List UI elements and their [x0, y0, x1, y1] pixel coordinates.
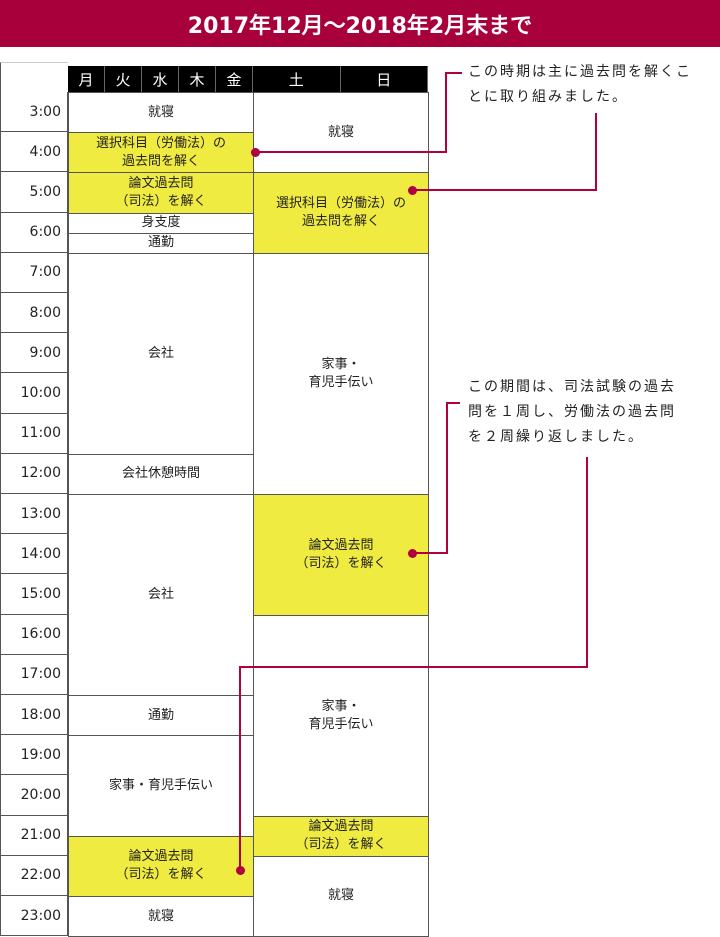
time-label: 19:00: [0, 735, 68, 776]
time-label: 17:00: [0, 654, 68, 695]
header-weekday: 木: [179, 66, 216, 92]
time-label: 23:00: [0, 896, 68, 937]
time-label: 10:00: [0, 373, 68, 414]
time-label: 15:00: [0, 574, 68, 615]
study-block: 選択科目（労働法）の 過去問を解く: [68, 132, 254, 174]
activity-block: 家事・ 育児手伝い: [253, 252, 429, 495]
activity-block: 就寝: [253, 855, 429, 937]
page-title: 2017年12月～2018年2月末まで: [0, 0, 720, 47]
time-label: 3:00: [0, 92, 68, 133]
time-label: 21:00: [0, 815, 68, 856]
activity-block: 会社: [68, 252, 254, 455]
callout-note-2: この期間は、司法試験の過去 問を１周し、労働法の過去問 を２周繰り返しました。: [468, 379, 676, 445]
time-label: 11:00: [0, 413, 68, 454]
time-label: 5:00: [0, 172, 68, 213]
study-block: 論文過去問 （司法）を解く: [253, 815, 429, 857]
activity-block: 身支度: [68, 212, 254, 234]
time-label: 12:00: [0, 453, 68, 494]
time-label: 8:00: [0, 293, 68, 334]
time-label: 9:00: [0, 333, 68, 374]
activity-block: 会社休憩時間: [68, 453, 254, 495]
header-weekend: 土: [253, 66, 341, 92]
activity-block: 通勤: [68, 695, 254, 737]
study-block: 論文過去問 （司法）を解く: [253, 494, 429, 616]
time-label: 18:00: [0, 695, 68, 736]
time-label: 6:00: [0, 212, 68, 253]
activity-block: 家事・ 育児手伝い: [253, 614, 429, 817]
activity-block: 就寝: [253, 92, 429, 174]
header-weekday: 火: [105, 66, 142, 92]
time-label: 14:00: [0, 534, 68, 575]
time-label: 22:00: [0, 855, 68, 896]
corner-cell: [0, 62, 68, 92]
study-block: 論文過去問 （司法）を解く: [68, 172, 254, 214]
activity-block: 就寝: [68, 92, 254, 134]
header-weekday: 水: [142, 66, 179, 92]
time-label: 16:00: [0, 614, 68, 655]
activity-block: 会社: [68, 494, 254, 696]
time-label: 7:00: [0, 252, 68, 293]
time-label: 4:00: [0, 132, 68, 173]
time-label: 13:00: [0, 494, 68, 535]
activity-block: 家事・育児手伝い: [68, 735, 254, 837]
activity-block: 通勤: [68, 232, 254, 254]
study-block: 論文過去問 （司法）を解く: [68, 835, 254, 897]
header-weekend: 日: [340, 66, 428, 92]
study-block: 選択科目（労働法）の 過去問を解く: [253, 172, 429, 254]
header-weekday: 月: [68, 66, 105, 92]
header-weekday: 金: [216, 66, 253, 92]
callout-note-1: この時期は主に過去問を解くこ とに取り組みました。: [468, 64, 692, 105]
time-label: 20:00: [0, 775, 68, 816]
activity-block: 就寝: [68, 896, 254, 937]
